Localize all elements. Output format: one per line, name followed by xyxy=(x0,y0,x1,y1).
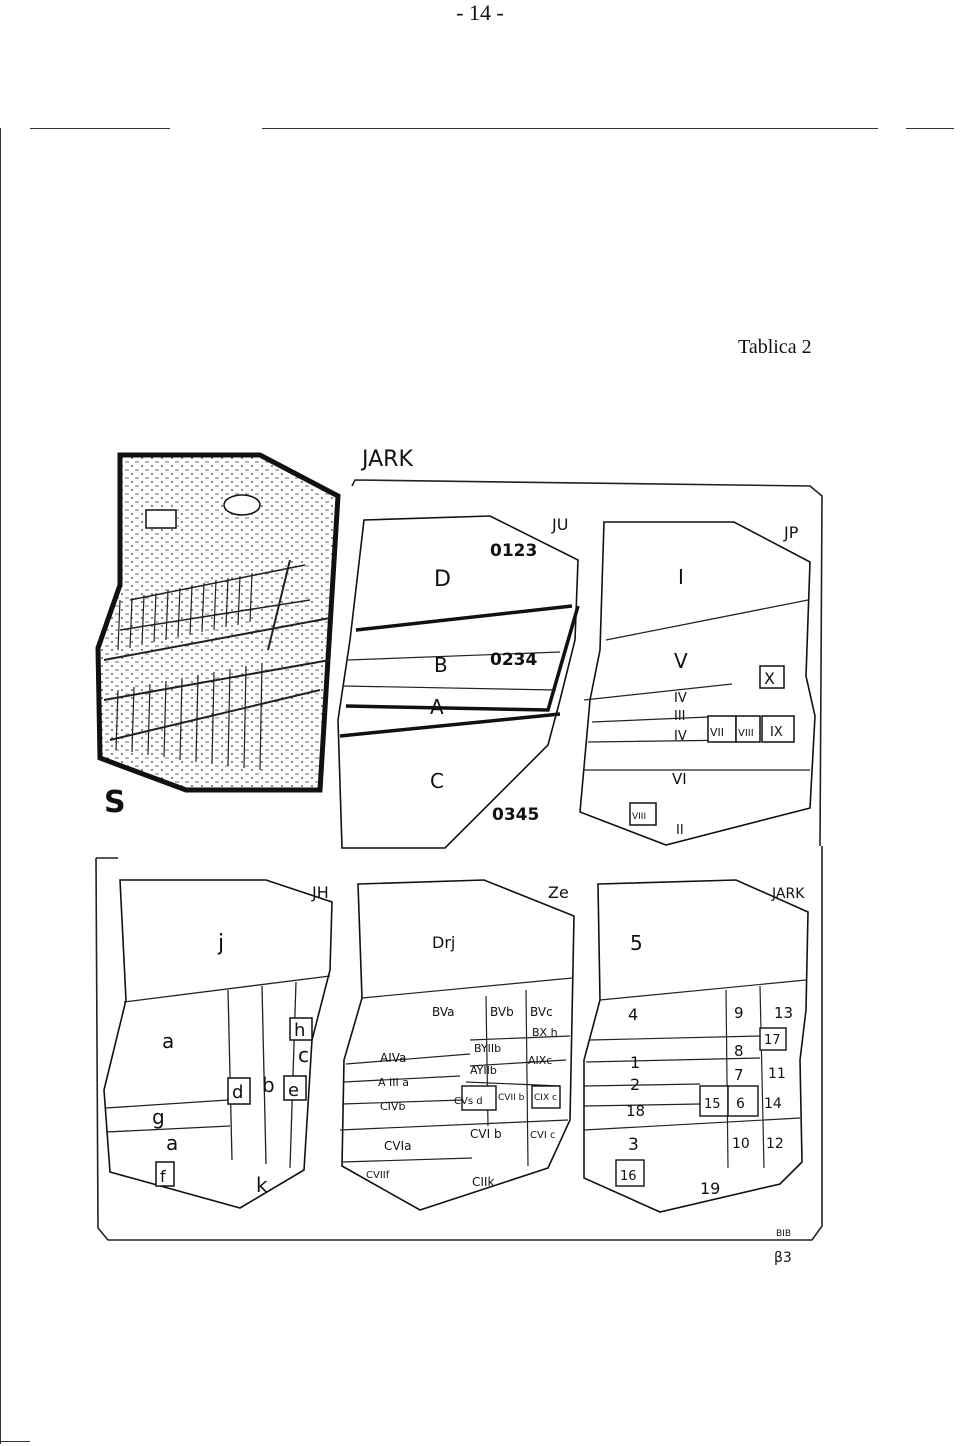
panel-jp: JP I V X IV III IV VII VIII IX VI VIII I… xyxy=(579,521,816,846)
parcel-f: f xyxy=(160,1167,166,1186)
map-title: JARK xyxy=(360,447,413,472)
parcel-drj: Drj xyxy=(432,933,455,952)
parcel-bvc: BVc xyxy=(530,1005,553,1019)
top-rule-right xyxy=(906,128,954,129)
table-title: Tablica 2 xyxy=(738,336,812,358)
parcel-16: 16 xyxy=(620,1169,637,1184)
corner-ju: JU xyxy=(551,515,568,534)
parcel-iv-2: IV xyxy=(674,729,687,744)
parcel-12: 12 xyxy=(766,1136,784,1152)
parcel-viii: VIII xyxy=(738,728,754,739)
parcel-ii: II xyxy=(676,823,684,838)
parcel-3: 3 xyxy=(628,1135,639,1155)
bottom-rule xyxy=(0,1441,30,1442)
parcel-ayiib: AYIIb xyxy=(470,1064,497,1077)
parcel-2: 2 xyxy=(630,1075,640,1094)
parcel-bvb: BVb xyxy=(490,1005,514,1019)
signature-bottom: β3 xyxy=(774,1250,792,1266)
parcel-cvia: CVIa xyxy=(384,1139,411,1153)
parcel-cvib: CVI b xyxy=(470,1127,502,1141)
corner-ze: Ze xyxy=(548,883,569,902)
panel-jh: JH j a h c d b e g a f k xyxy=(103,879,333,1209)
parcel-aiiia: A III a xyxy=(378,1076,409,1089)
parcel-x: X xyxy=(764,669,775,688)
parcel-iv-1: IV xyxy=(674,691,687,706)
parcel-18: 18 xyxy=(626,1102,645,1120)
parcel-17: 17 xyxy=(764,1033,781,1048)
parcel-5: 5 xyxy=(630,931,643,955)
parcel-c: C xyxy=(430,769,444,793)
lower-frame xyxy=(95,846,823,1241)
parcel-0345: 0345 xyxy=(492,805,539,825)
parcel-cxk: CIIk xyxy=(472,1175,494,1189)
signature-top: BIB xyxy=(776,1229,791,1239)
parcel-h: h xyxy=(294,1020,305,1041)
corner-jh: JH xyxy=(311,883,329,902)
parcel-11: 11 xyxy=(768,1066,786,1082)
top-rule-left xyxy=(30,128,170,129)
parcel-bxh: BX h xyxy=(532,1026,558,1039)
parcel-6: 6 xyxy=(736,1096,745,1112)
parcel-cixc: CIX c xyxy=(534,1093,557,1103)
parcel-aiva: AIVa xyxy=(380,1051,406,1065)
parcel-aixc: AIXc xyxy=(528,1054,552,1067)
parcel-a-1: a xyxy=(162,1029,174,1053)
parcel-7: 7 xyxy=(734,1066,744,1084)
panel-ze: Ze Drj BVa BVb BVc BX h AIVa BYIIb AIXc … xyxy=(339,879,575,1211)
corner-jp: JP xyxy=(783,523,799,542)
sketch-map xyxy=(95,452,341,793)
parcel-4: 4 xyxy=(628,1005,638,1024)
parcel-1: 1 xyxy=(630,1053,640,1072)
parcel-cviib: CVII b xyxy=(498,1093,525,1103)
parcel-k: k xyxy=(256,1173,268,1197)
top-rule-mid xyxy=(262,128,878,129)
parcel-b: B xyxy=(434,653,448,677)
upper-frame xyxy=(351,479,823,847)
parcel-15: 15 xyxy=(704,1097,721,1112)
parcel-g: g xyxy=(152,1105,165,1129)
page-number: - 14 - xyxy=(456,0,504,25)
corner-jark: JARK xyxy=(771,886,805,902)
parcel-vii: VII xyxy=(710,726,724,739)
parcel-a-2: a xyxy=(166,1131,178,1155)
parcel-9: 9 xyxy=(734,1004,744,1022)
parcel-bva: BVa xyxy=(432,1005,455,1019)
parcel-b: b xyxy=(262,1073,275,1097)
parcel-j: j xyxy=(217,931,224,956)
parcel-civb: CIVb xyxy=(380,1100,405,1113)
parcel-cvic: CVI c xyxy=(530,1130,555,1141)
parcel-i: I xyxy=(678,565,684,589)
parcel-19: 19 xyxy=(700,1179,720,1198)
parcel-0123: 0123 xyxy=(490,541,537,561)
panel-ju: JU D 0123 B 0234 A C 0345 xyxy=(337,515,580,849)
left-margin-line xyxy=(0,128,1,1444)
parcel-ix: IX xyxy=(770,725,783,740)
parcel-d: D xyxy=(434,567,451,592)
parcel-14: 14 xyxy=(764,1096,782,1112)
parcel-e: e xyxy=(288,1080,299,1101)
parcel-0234: 0234 xyxy=(490,650,537,670)
parcel-d: d xyxy=(232,1082,243,1103)
parcel-cvsd: CVs d xyxy=(454,1096,483,1107)
parcel-iii: III xyxy=(674,709,686,724)
parcel-cviif: CVIIf xyxy=(366,1170,390,1181)
parcel-vi: VI xyxy=(672,770,687,788)
parcel-a: A xyxy=(430,695,444,719)
parcel-v: V xyxy=(674,649,688,673)
panel-jark: JARK 5 4 9 13 17 1 8 2 7 11 18 15 6 14 3… xyxy=(583,879,809,1213)
parcel-byiib: BYIIb xyxy=(474,1042,501,1055)
side-label-s: S xyxy=(104,785,126,820)
parcel-8: 8 xyxy=(734,1042,744,1060)
parcel-c: c xyxy=(298,1043,309,1067)
parcel-viii-b: VIII xyxy=(632,812,646,822)
parcel-10: 10 xyxy=(732,1136,750,1152)
parcel-13: 13 xyxy=(774,1004,793,1022)
